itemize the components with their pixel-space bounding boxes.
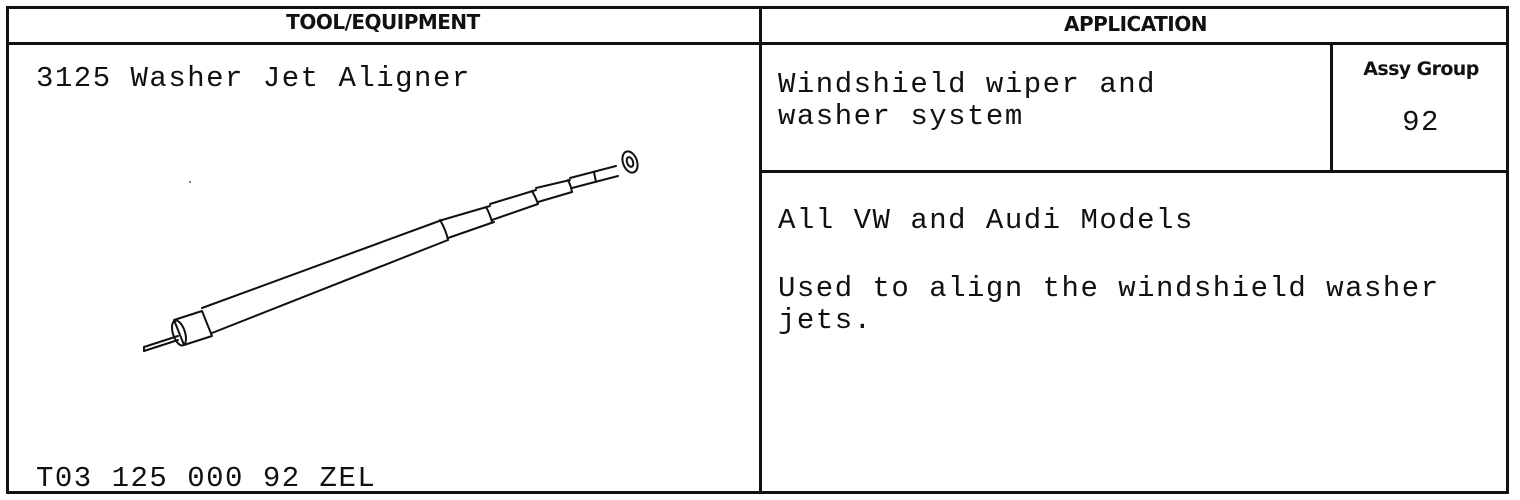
assy-group-divider (1330, 44, 1333, 172)
application-usage-line2: jets. (778, 304, 873, 337)
washer-jet-aligner-drawing (143, 150, 639, 352)
application-system-line1: Windshield wiper and (778, 68, 1157, 101)
assy-group-label: Assy Group (1363, 58, 1479, 80)
application-header: APPLICATION (1064, 12, 1207, 36)
application-row-divider (760, 170, 1509, 173)
application-usage-line1: Used to align the windshield washer (778, 272, 1440, 305)
tool-equipment-header: TOOL/EQUIPMENT (286, 10, 480, 34)
tool-table-frame (6, 6, 1509, 494)
tool-part-number: T03 125 000 92 ZEL (36, 462, 377, 495)
column-divider (759, 6, 762, 494)
application-system-line2: washer system (778, 100, 1024, 133)
header-divider (6, 42, 1509, 45)
assy-group-value: 92 (1402, 106, 1440, 139)
tool-name: 3125 Washer Jet Aligner (36, 62, 471, 95)
application-models: All VW and Audi Models (778, 204, 1194, 237)
